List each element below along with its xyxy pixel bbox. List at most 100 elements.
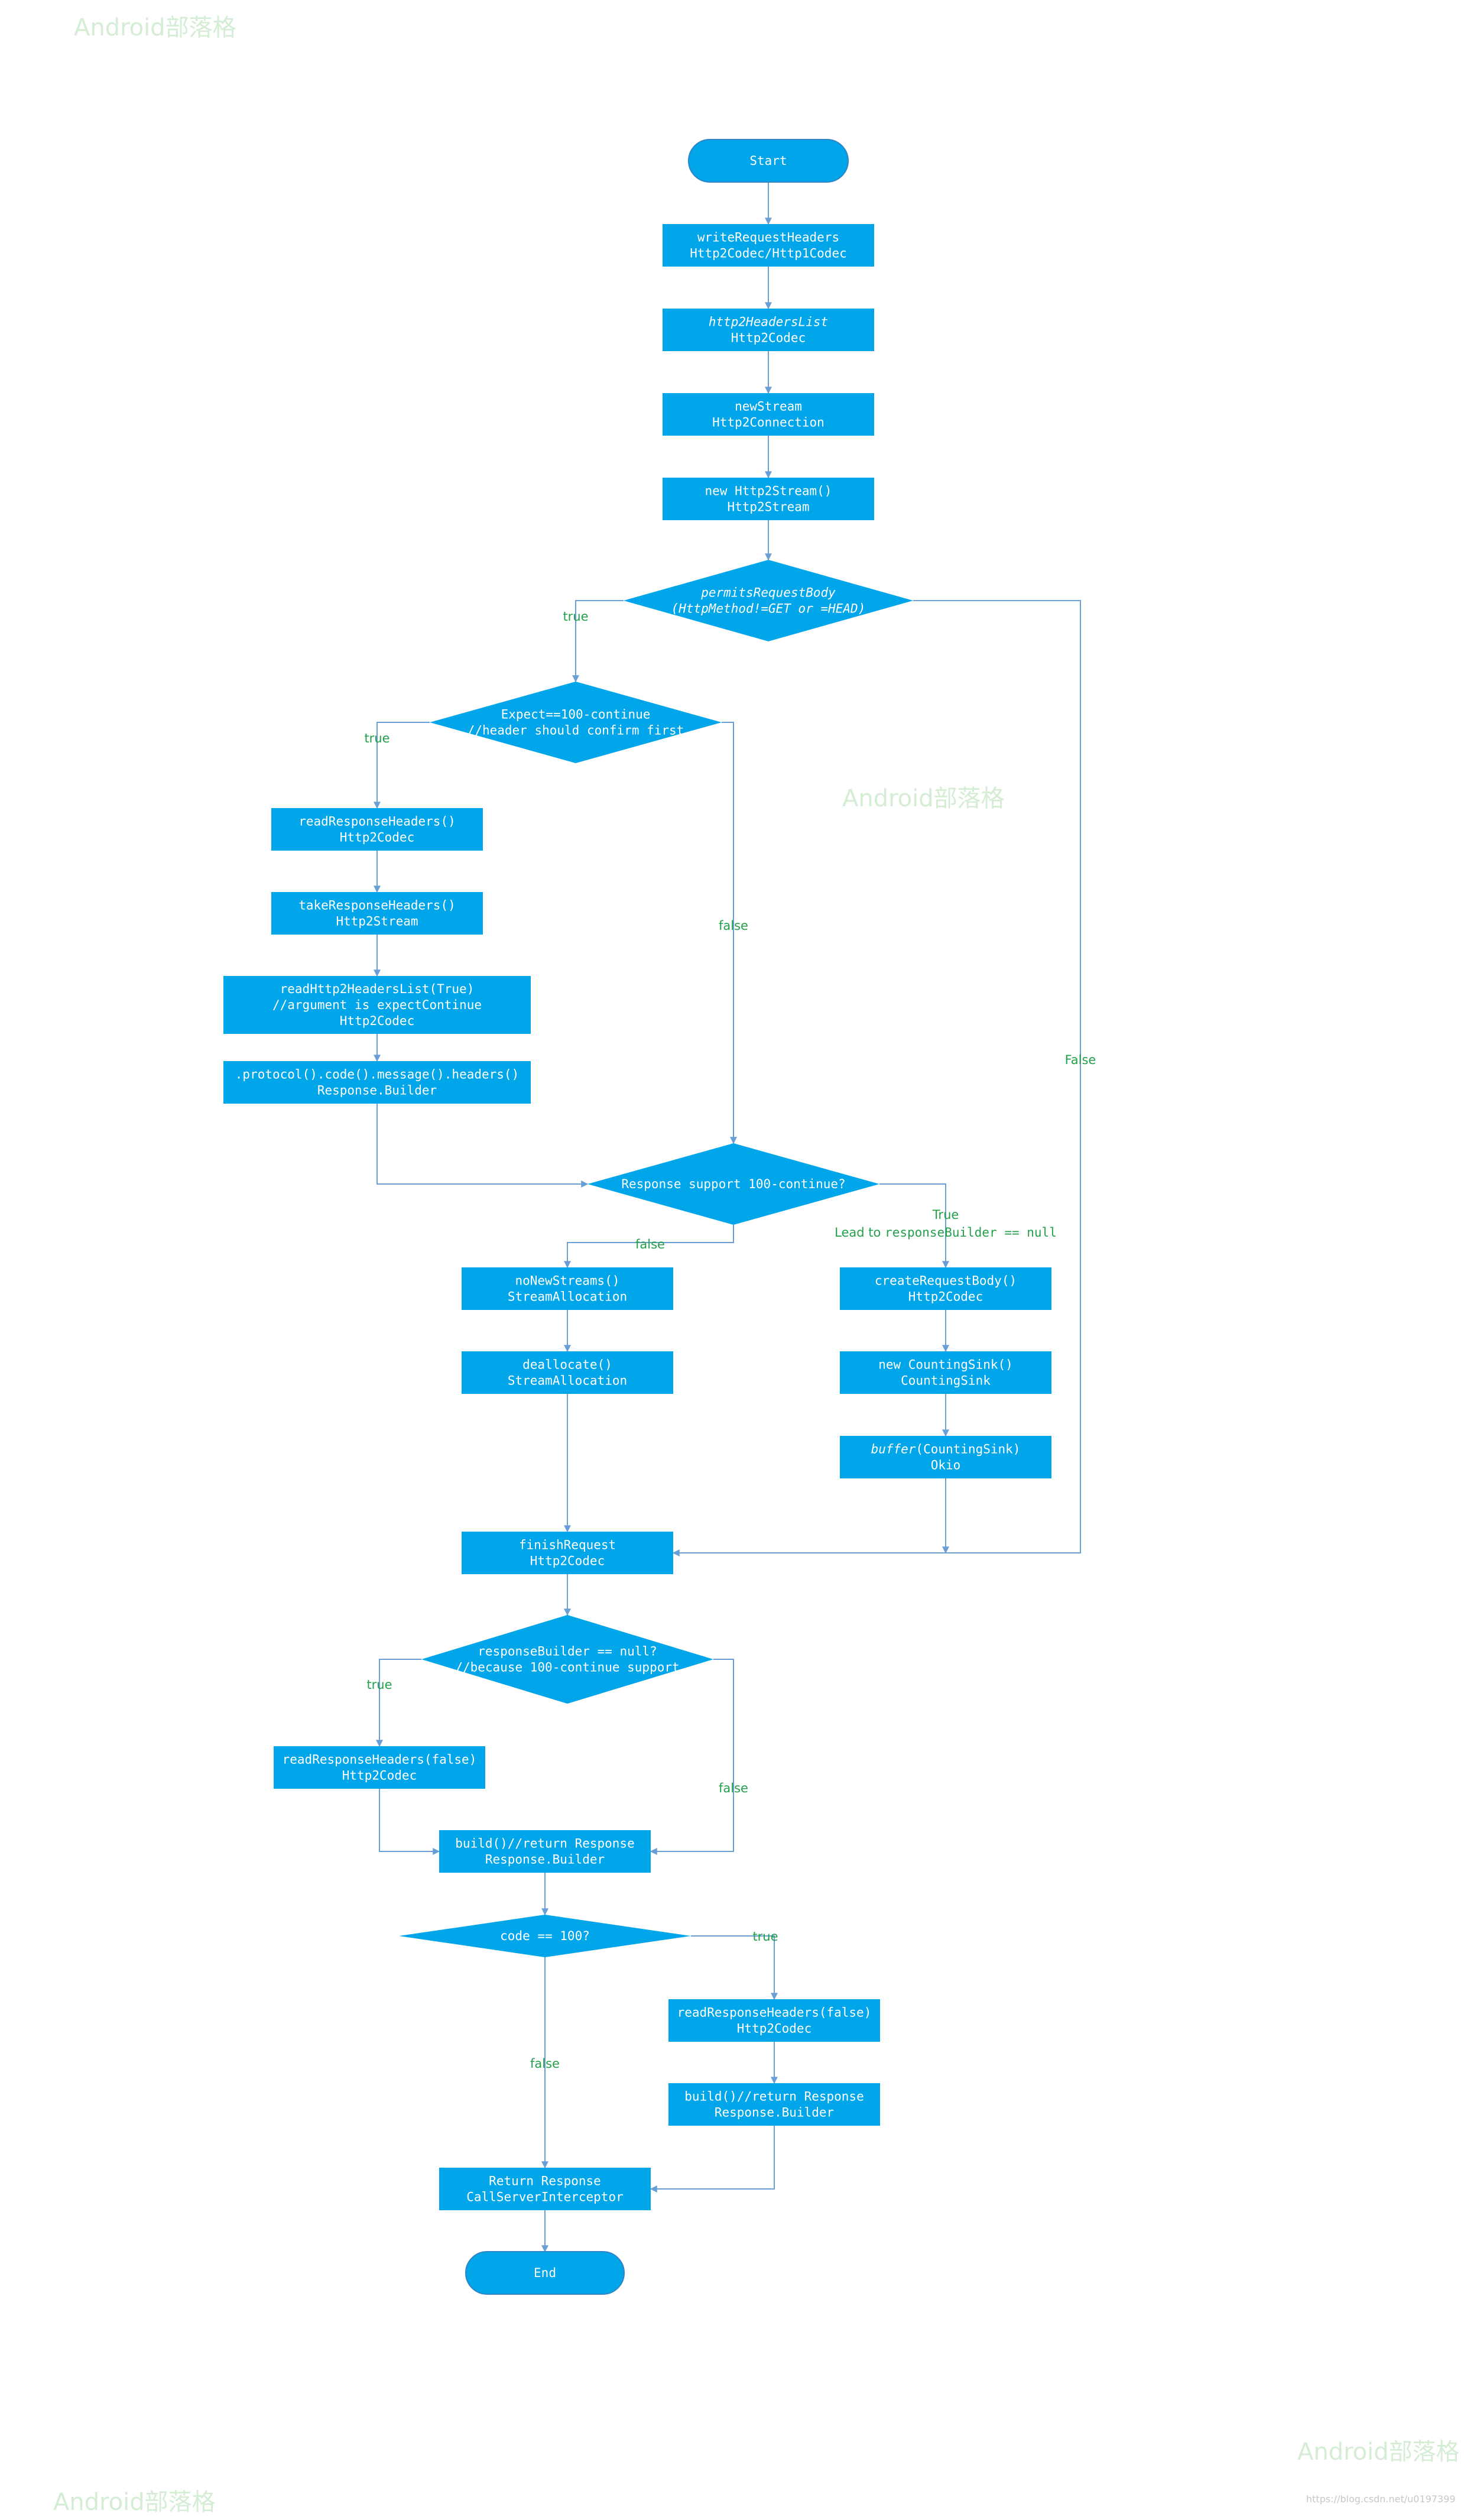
node-readResponseHeadersFalse1: readResponseHeaders(false)Http2Codec [274,1746,485,1789]
node-text-line: responseBuilder == null? [478,1645,657,1659]
node-text-line: //because 100-continue support [455,1660,679,1675]
terminal-shape [465,2251,625,2295]
node-text-line: Return Response [489,2174,601,2188]
node-readResponseHeadersFalse2: readResponseHeaders(false) Http2Codec [668,1999,880,2042]
edge-responseSupport-to-createRequestBody [879,1183,949,1269]
watermark-bottom-left: Android部落格 [53,2489,216,2516]
process-shape [840,1351,1051,1394]
node-text-line: deallocate() [522,1358,612,1372]
node-bufferCountingSink: buffer(CountingSink)Okio [840,1436,1051,1478]
process-shape [840,1436,1051,1478]
process-shape [663,224,874,267]
node-text-line: buffer(CountingSink) [871,1442,1021,1457]
process-shape [462,1267,673,1310]
edge-expect100-to-responseSupport [722,722,737,1144]
node-text-line: .protocol().code().message().headers() [235,1068,519,1082]
node-responseBuilderNull: responseBuilder == null?//because 100-co… [421,1615,713,1704]
node-start: Start [688,139,849,183]
node-text-line: new Http2Stream() [705,484,832,498]
process-shape [271,808,483,851]
node-responseSupport: Response support 100-continue? [587,1143,879,1225]
edge-label: False [1065,1053,1096,1067]
edge-permitsRequestBody-to-finishRequest [672,600,1081,1556]
watermark-middle: Android部落格 [842,785,1005,812]
node-text-line: Http2Stream [336,914,418,929]
footer-url: https://blog.csdn.net/u0197399 [1306,2493,1456,2505]
node-text-line: Http2Codec [340,831,414,845]
edge-responseSupport-to-noNewStreams [564,1225,734,1269]
node-text-line: Http2Codec/Http1Codec [690,247,847,261]
edge-label: true [366,1678,392,1692]
process-shape [223,976,531,1034]
node-noNewStreams: noNewStreams()StreamAllocation [462,1267,673,1310]
process-shape [840,1267,1051,1310]
decision-shape [399,1915,691,1957]
node-text-line: Http2Codec [530,1554,605,1568]
edge-label: false [530,2057,560,2071]
node-text-line: //argument is expectContinue [272,998,482,1012]
node-readHttp2HeadersList: readHttp2HeadersList(True)//argument is … [223,976,531,1034]
process-shape [668,1999,880,2042]
process-shape [439,1830,651,1873]
node-text-line: build()//return Response [684,2090,864,2104]
node-text-line: Http2Stream [727,500,809,514]
edge-responseBuilderNull-to-build1 [650,1659,734,1855]
node-text-line: new CountingSink() [878,1358,1013,1372]
node-text-line: Http2Codec [908,1290,983,1304]
node-text-line: StreamAllocation [508,1290,627,1304]
node-newCountingSink: new CountingSink()CountingSink [840,1351,1051,1394]
edge-protocolCode-to-responseSupport [376,1104,589,1188]
node-deallocate: deallocate()StreamAllocation [462,1351,673,1394]
edge-expect100-to-readResponseHeaders1 [374,722,430,809]
node-text-line: createRequestBody() [875,1274,1017,1288]
node-text-line: Start [749,154,787,168]
edge-permitsRequestBody-to-expect100 [572,600,624,683]
node-text-line: Expect==100-continue [501,708,651,722]
node-text-line: http2HeadersList [709,315,828,329]
edge-note: Lead to responseBuilder == null [835,1225,1057,1240]
decision-shape [430,682,722,763]
node-text-line: Http2Codec [737,2022,811,2036]
node-text-line: build()//return Response [455,1837,634,1851]
node-text-line: Response.Builder [317,1084,437,1098]
node-text-line: Http2Codec [342,1769,417,1783]
edge-responseBuilderNull-to-readResponseHeadersFalse1 [376,1659,421,1747]
node-text-line: Http2Codec [731,331,806,345]
edge-label: false [719,1781,748,1795]
node-text-line: Response.Builder [485,1853,605,1867]
edge-label: true [752,1929,778,1944]
process-shape [663,393,874,436]
edge-label: True [932,1208,959,1222]
node-expect100: Expect==100-continue //header should conf… [430,682,722,763]
node-text-line: End [534,2266,556,2280]
process-shape [663,309,874,351]
process-shape [439,2168,651,2210]
process-shape [223,1061,531,1104]
node-createRequestBody: createRequestBody() Http2Codec [840,1267,1051,1310]
node-end: End [465,2251,625,2295]
edge-label: false [719,919,748,933]
node-text-line: readResponseHeaders(false) [677,2006,872,2020]
node-text-line: permitsRequestBody [700,586,836,600]
node-text-line: //header should confirm first [468,724,684,738]
process-shape [462,1351,673,1394]
process-shape [462,1532,673,1574]
edge-label: false [635,1237,665,1251]
edge-label: true [364,731,389,745]
process-shape [663,478,874,520]
decision-shape [587,1143,879,1225]
node-newHttp2Stream: new Http2Stream() Http2Stream [663,478,874,520]
process-shape [668,2083,880,2126]
node-takeResponseHeaders: takeResponseHeaders()Http2Stream [271,892,483,935]
node-readResponseHeaders1: readResponseHeaders()Http2Codec [271,808,483,851]
node-protocolCode: .protocol().code().message().headers() Re… [223,1061,531,1104]
node-text-line: CallServerInterceptor [466,2190,624,2204]
